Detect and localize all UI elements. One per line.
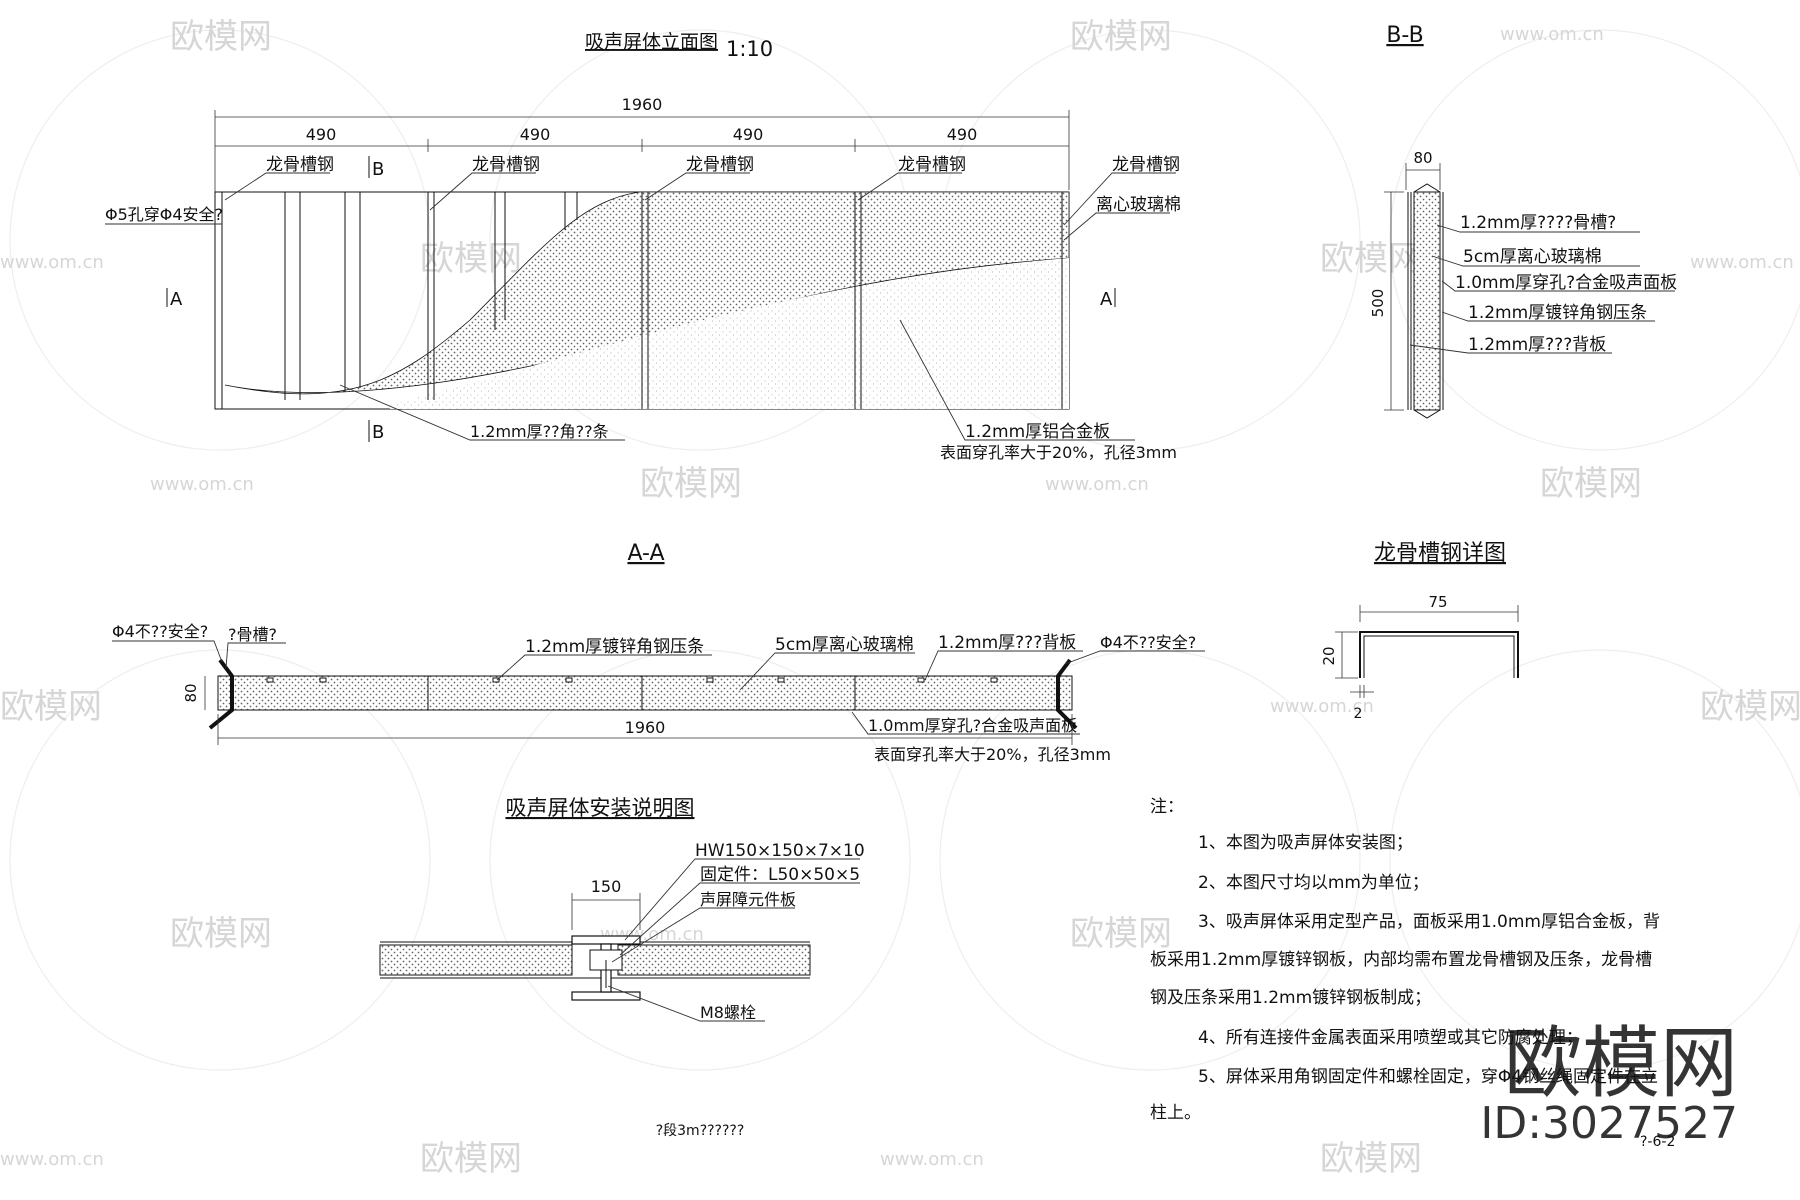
- bb-layer-4: 1.2mm厚镀锌角钢压条: [1468, 303, 1647, 323]
- section-mark-b-top: B: [372, 159, 384, 180]
- keel-bars: [221, 192, 1063, 409]
- aa-cotton-layer: [217, 675, 1073, 711]
- elevation-scale: 1:10: [726, 37, 773, 61]
- watermark-brand: 欧模网: [420, 239, 522, 279]
- section-bb-view: B-B 80 500 1.2mm厚????骨槽? 5cm厚离心玻璃棉 1.0mm…: [1369, 23, 1677, 419]
- note-line-2: 2、本图尺寸均以mm为单位；: [1198, 873, 1429, 893]
- watermark-brand: 欧模网: [0, 687, 102, 727]
- note-line-7: 5、屏体采用角钢固定件和螺栓固定，穿Φ4钢丝绳固定件在立: [1198, 1067, 1658, 1087]
- watermark-url: www.om.cn: [0, 252, 104, 273]
- watermark-brand: 欧模网: [1070, 17, 1172, 57]
- keel-detail-title: 龙骨槽钢详图: [1374, 541, 1506, 566]
- install-view: 吸声屏体安装说明图 150 HW150×150×7×10 固定件：L50×50×…: [379, 796, 865, 1139]
- cotton-label: 离心玻璃棉: [1096, 195, 1181, 215]
- angle-strip-label: 1.2mm厚??角??条: [470, 422, 609, 441]
- elevation-title: 吸声屏体立面图: [585, 31, 718, 53]
- hole-label: Φ5孔穿Φ4安全?: [105, 205, 223, 224]
- panel-label: 声屏障元件板: [700, 890, 796, 909]
- watermark-brand: 欧模网: [1320, 1139, 1422, 1179]
- brand-watermark-id: ID:3027527: [1480, 1098, 1738, 1149]
- fixing-label: 固定件：L50×50×5: [700, 865, 860, 885]
- cotton-fill-region: [224, 191, 1070, 395]
- alu-plate-label: 1.2mm厚铝合金板: [965, 422, 1110, 442]
- install-title: 吸声屏体安装说明图: [506, 796, 695, 820]
- section-aa-view: A-A 80 1960 Φ4不??安全? ?骨槽? 1.2mm厚镀锌角: [112, 541, 1205, 764]
- keel-detail-view: 龙骨槽钢详图 75 20 2: [1320, 541, 1519, 722]
- watermark-url: www.om.cn: [150, 474, 254, 495]
- aa-cotton-label: 5cm厚离心玻璃棉: [775, 635, 914, 655]
- section-aa-title: A-A: [627, 541, 664, 566]
- notes-block: 注： 1、本图为吸声屏体安装图； 2、本图尺寸均以mm为单位； 3、吸声屏体采用…: [1150, 797, 1675, 1150]
- keel-label-2: 龙骨槽钢: [472, 155, 540, 175]
- install-caption: ?段3m??????: [656, 1123, 745, 1139]
- install-panel-left: [379, 944, 573, 976]
- perforated-plate-region: [390, 258, 1069, 409]
- note-line-8: 柱上。: [1150, 1103, 1201, 1123]
- aa-thickness-dim: 80: [182, 683, 200, 702]
- bb-layer-5: 1.2mm厚???背板: [1468, 335, 1606, 355]
- keel-label-3: 龙骨槽钢: [686, 155, 754, 175]
- sheet-number: ?-6-2: [1640, 1134, 1675, 1150]
- keel-label-1: 龙骨槽钢: [266, 155, 334, 175]
- bb-layer-1: 1.2mm厚????骨槽?: [1460, 213, 1616, 233]
- dim-seg-4: 490: [947, 125, 978, 144]
- perforation-label: 表面穿孔率大于20%，孔径3mm: [940, 443, 1177, 462]
- watermark-brand: 欧模网: [1070, 914, 1172, 954]
- watermark-url: www.om.cn: [0, 1149, 104, 1170]
- watermark-brand: 欧模网: [1320, 239, 1422, 279]
- note-line-4: 板采用1.2mm厚镀锌钢板，内部均需布置龙骨槽钢及压条，龙骨槽: [1150, 950, 1652, 970]
- watermark-brand: 欧模网: [170, 17, 272, 57]
- dim-overall-1960: 1960: [622, 95, 663, 114]
- aa-right-bolt-label: Φ4不??安全?: [1100, 633, 1196, 652]
- section-mark-a-left: A: [170, 289, 183, 310]
- bb-layer-2: 5cm厚离心玻璃棉: [1463, 247, 1602, 267]
- hw-label: HW150×150×7×10: [695, 841, 865, 861]
- notes-heading: 注：: [1150, 797, 1184, 817]
- dim-seg-3: 490: [733, 125, 764, 144]
- brand-watermark-title: 欧模网: [1504, 1019, 1738, 1109]
- keel-label-5: 龙骨槽钢: [1112, 155, 1180, 175]
- aa-strip-label: 1.2mm厚镀锌角钢压条: [525, 637, 704, 657]
- elevation-view: 吸声屏体立面图 1:10 1960 490 490 490 490: [105, 31, 1181, 462]
- watermark-layer: 欧模网 欧模网 欧模网 欧模网 欧模网 欧模网 欧模网 欧模网 欧模网 欧模网 …: [0, 17, 1800, 1179]
- section-bb-title: B-B: [1386, 23, 1423, 48]
- watermark-url: www.om.cn: [1500, 24, 1604, 45]
- aa-left-bolt-label: Φ4不??安全?: [112, 622, 208, 641]
- note-line-1: 1、本图为吸声屏体安装图；: [1198, 833, 1413, 853]
- watermark-brand: 欧模网: [420, 1139, 522, 1179]
- bolt-label: M8螺栓: [700, 1003, 756, 1022]
- watermark-url: www.om.cn: [1690, 252, 1794, 273]
- watermark-brand: 欧模网: [640, 464, 742, 504]
- watermark-url: www.om.cn: [1045, 474, 1149, 495]
- aa-left-keel-label: ?骨槽?: [228, 625, 277, 644]
- aa-back-label: 1.2mm厚???背板: [938, 633, 1076, 653]
- keel-height-dim: 20: [1320, 646, 1338, 665]
- aa-length-dim: 1960: [625, 718, 666, 737]
- section-mark-b-bottom: B: [372, 422, 384, 443]
- install-width-dim: 150: [591, 877, 622, 896]
- dim-seg-2: 490: [520, 125, 551, 144]
- aa-face-label: 1.0mm厚穿孔?合金吸声面板: [868, 716, 1077, 735]
- section-mark-a-right: A: [1100, 289, 1113, 310]
- note-line-6: 4、所有连接件金属表面采用喷塑或其它防腐处理；: [1198, 1028, 1583, 1048]
- note-line-3: 3、吸声屏体采用定型产品，面板采用1.0mm厚铝合金板，背: [1198, 912, 1660, 932]
- watermark-url: www.om.cn: [1270, 696, 1374, 717]
- watermark-brand: 欧模网: [170, 914, 272, 954]
- keel-thickness-dim: 2: [1354, 706, 1363, 722]
- dim-seg-1: 490: [306, 125, 337, 144]
- install-panel-right: [617, 944, 811, 976]
- bb-width-dim: 80: [1413, 149, 1432, 167]
- watermark-brand: 欧模网: [1700, 687, 1800, 727]
- aa-perforation-label: 表面穿孔率大于20%，孔径3mm: [874, 745, 1111, 764]
- bb-cotton-layer: [1413, 191, 1441, 411]
- note-line-5: 钢及压条采用1.2mm镀锌钢板制成；: [1150, 988, 1431, 1008]
- keel-label-4: 龙骨槽钢: [898, 155, 966, 175]
- keel-width-dim: 75: [1428, 593, 1447, 611]
- bb-layer-3: 1.0mm厚穿孔?合金吸声面板: [1455, 273, 1677, 293]
- watermark-brand: 欧模网: [1540, 464, 1642, 504]
- watermark-url: www.om.cn: [880, 1149, 984, 1170]
- bb-height-dim: 500: [1369, 289, 1387, 318]
- brand-watermark: 欧模网 ID:3027527: [1480, 1019, 1738, 1149]
